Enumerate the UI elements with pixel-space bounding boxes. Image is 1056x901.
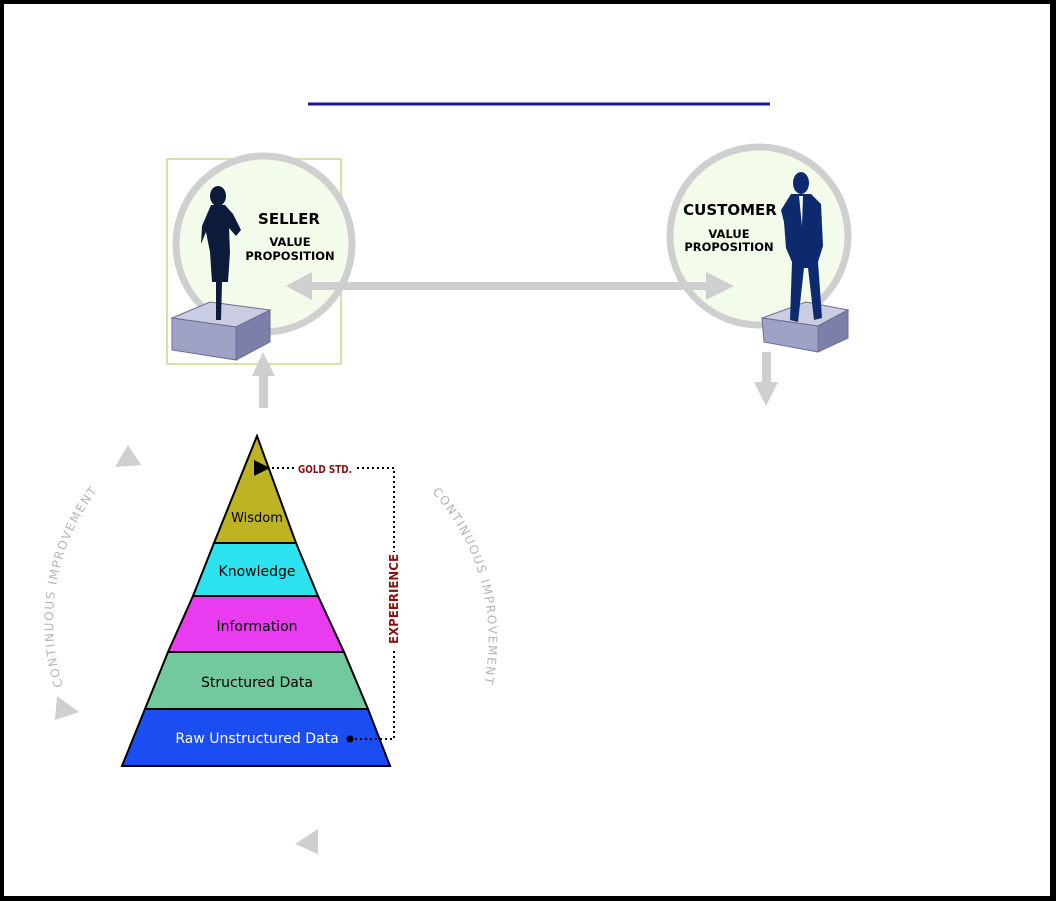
customer-line2: PROPOSITION	[684, 240, 773, 254]
pyramid-label-knowledge: Knowledge	[219, 564, 296, 580]
gold-std-label: GOLD STD.	[298, 463, 352, 476]
customer-pedestal	[761, 301, 850, 353]
seller-line2: PROPOSITION	[245, 249, 334, 263]
diagram: SELLER VALUE PROPOSITION CUSTOMER VALUE …	[42, 102, 852, 854]
experience-connector: GOLD STD. EXPEERIENCE	[254, 460, 402, 743]
left-cycle-label: CONTINUOUS IMPROVEMENT	[42, 483, 100, 689]
customer-down-arrow	[754, 352, 778, 406]
customer-figure-icon	[781, 172, 823, 322]
seller-up-arrow	[252, 352, 275, 408]
pyramid-label-raw-data: Raw Unstructured Data	[175, 731, 338, 747]
cycle-arrowhead-top	[115, 445, 141, 467]
pyramid-level-raw-data	[120, 708, 392, 767]
slide: SELLER VALUE PROPOSITION CUSTOMER VALUE …	[4, 4, 1050, 896]
pyramid-level-wisdom	[212, 433, 298, 544]
customer-group: CUSTOMER VALUE PROPOSITION	[666, 143, 852, 353]
seller-group: SELLER VALUE PROPOSITION	[166, 152, 356, 365]
cycle-arrowhead-bottom	[295, 829, 318, 854]
cycle-arrowhead-left	[55, 696, 79, 720]
pyramid-label-structured-data: Structured Data	[201, 675, 313, 691]
experience-label: EXPEERIENCE	[387, 554, 401, 644]
value-exchange-arrow	[286, 272, 734, 300]
knowledge-pyramid: Wisdom Knowledge Information Structured …	[120, 433, 392, 767]
seller-title: SELLER	[258, 210, 320, 228]
customer-title: CUSTOMER	[683, 201, 777, 219]
pyramid-label-information: Information	[216, 619, 297, 635]
seller-line1: VALUE	[269, 235, 310, 249]
right-cycle-label: CONTINUOUS IMPROVEMENT	[430, 485, 500, 687]
seller-figure-icon	[201, 186, 241, 320]
customer-line1: VALUE	[708, 227, 749, 241]
pyramid-label-wisdom: Wisdom	[231, 511, 283, 526]
